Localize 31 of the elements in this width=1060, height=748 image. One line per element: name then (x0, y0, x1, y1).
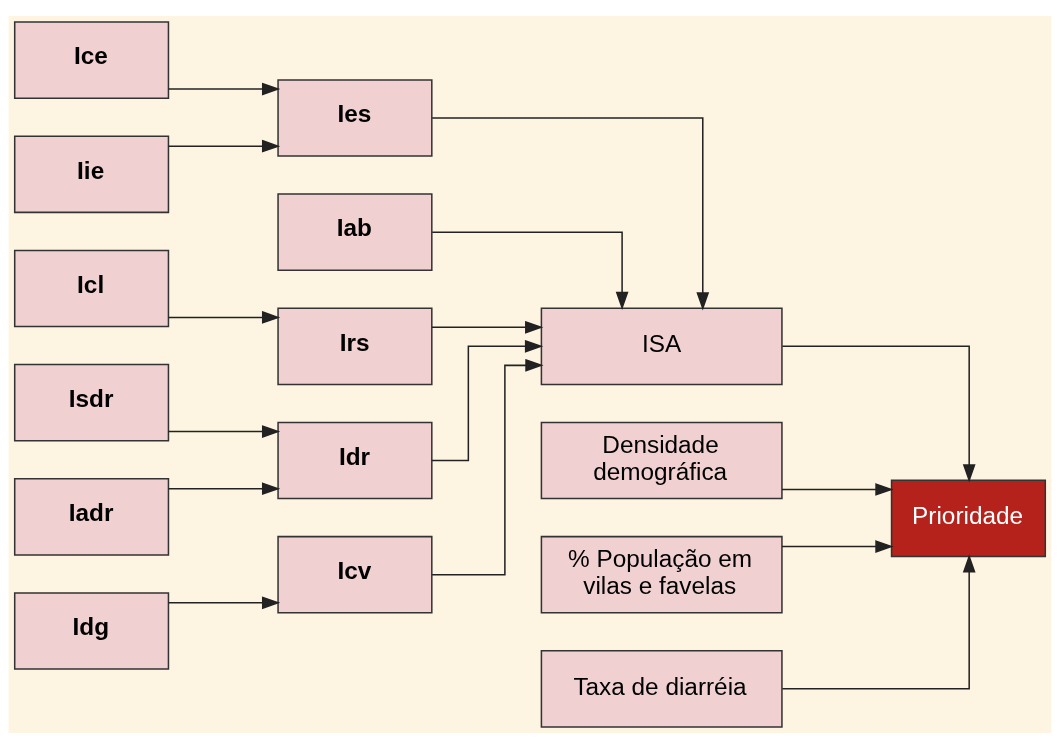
node-box: % População em vilas e favelas (540, 535, 783, 613)
node-box: Taxa de diarréia (540, 649, 783, 728)
arrow (167, 139, 281, 153)
arrow (781, 553, 976, 690)
node-box: Iadr (13, 477, 170, 556)
arrow (781, 539, 894, 553)
node-box: Ice (13, 20, 170, 99)
node-box: Densidade demográfica (540, 421, 783, 499)
node-box: Icv (277, 535, 433, 613)
arrow (431, 230, 629, 310)
node-box: Idg (13, 591, 170, 670)
arrow (431, 358, 544, 575)
arrow (431, 116, 710, 310)
node-box: Idr (277, 421, 433, 499)
node-box: Icl (13, 249, 170, 327)
node-box: ISA (540, 307, 783, 385)
node-box: Iie (13, 135, 170, 213)
arrow (167, 595, 281, 609)
node-box: Iab (277, 192, 433, 271)
node-box: Prioridade (890, 479, 1047, 557)
arrow (167, 424, 281, 438)
node-box: Isdr (13, 363, 170, 441)
node-box: Irs (277, 307, 433, 385)
arrow (167, 82, 281, 95)
node-box: Ies (277, 78, 433, 157)
arrow (781, 482, 894, 496)
arrow (431, 320, 544, 334)
arrow (431, 339, 544, 461)
arrow (167, 481, 281, 495)
arrow (781, 345, 976, 482)
arrow (167, 310, 281, 324)
